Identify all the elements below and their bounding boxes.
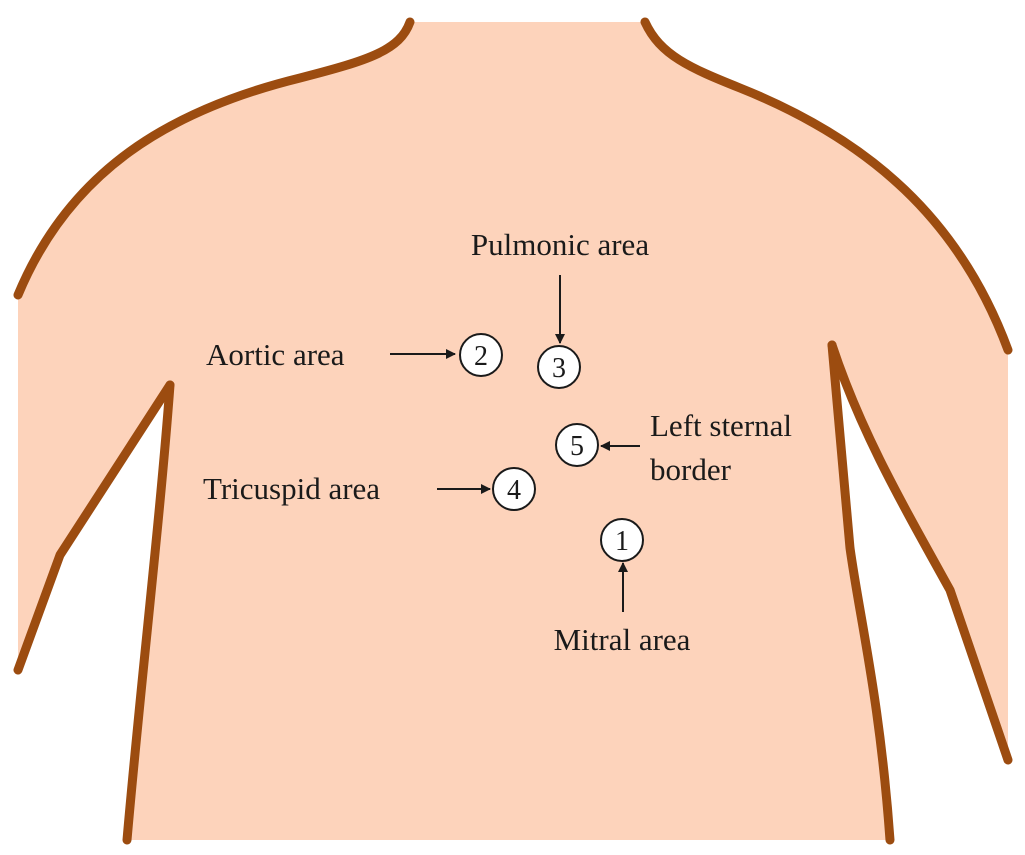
label-mitral-area: Mitral area [554,622,691,657]
label-pulmonic-area: Pulmonic area [471,227,649,262]
outline-upper [13,17,415,300]
marker-1: 1 [600,518,644,562]
outline-right-side [827,340,895,845]
marker-5: 5 [555,423,599,467]
marker-4-number: 4 [507,475,521,506]
label-aortic-area: Aortic area [206,337,345,372]
outline-upper-right [640,17,1013,355]
outline-right-arm [827,340,1013,765]
marker-5-number: 5 [570,431,584,462]
marker-2-number: 2 [474,341,488,372]
label-left-sternal-border-line2: border [650,452,732,487]
marker-3-number: 3 [552,353,566,384]
marker-1-number: 1 [615,526,629,557]
torso-body [18,22,1008,840]
outline-left-side [122,380,175,845]
marker-3: 3 [537,345,581,389]
outline-left-arm [13,380,175,675]
marker-4: 4 [492,467,536,511]
label-left-sternal-border-line1: Left sternal [650,408,792,443]
marker-2: 2 [459,333,503,377]
label-tricuspid-area: Tricuspid area [203,471,380,506]
